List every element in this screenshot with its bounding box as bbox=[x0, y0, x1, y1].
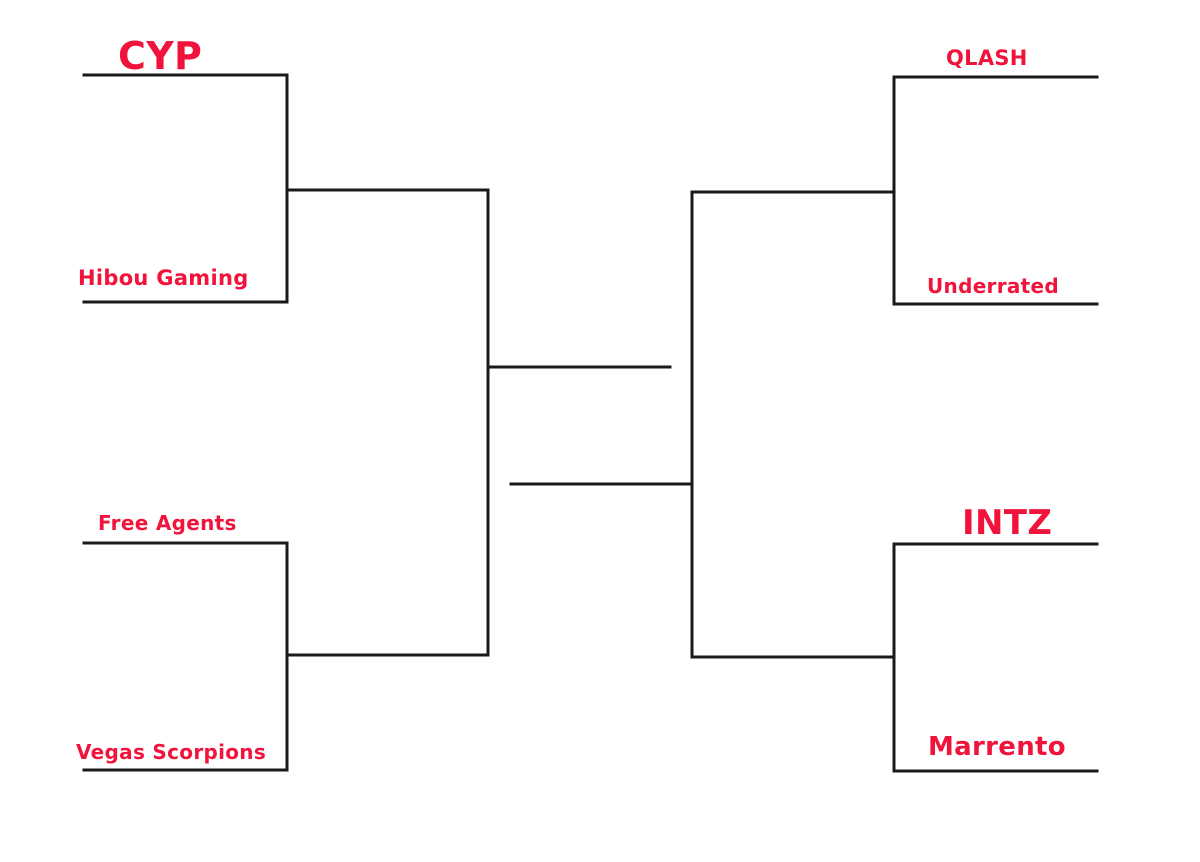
team-label-marrento: Marrento bbox=[928, 732, 1066, 762]
team-label-intz: INTZ bbox=[962, 503, 1053, 543]
team-label-free-agents: Free Agents bbox=[98, 511, 237, 535]
team-label-underrated: Underrated bbox=[927, 274, 1060, 298]
team-label-cyp: CYP bbox=[118, 34, 203, 78]
team-label-vegas-scorpions: Vegas Scorpions bbox=[76, 740, 267, 764]
team-label-hibou-gaming: Hibou Gaming bbox=[78, 266, 249, 290]
team-label-qlash: QLASH bbox=[946, 46, 1028, 70]
